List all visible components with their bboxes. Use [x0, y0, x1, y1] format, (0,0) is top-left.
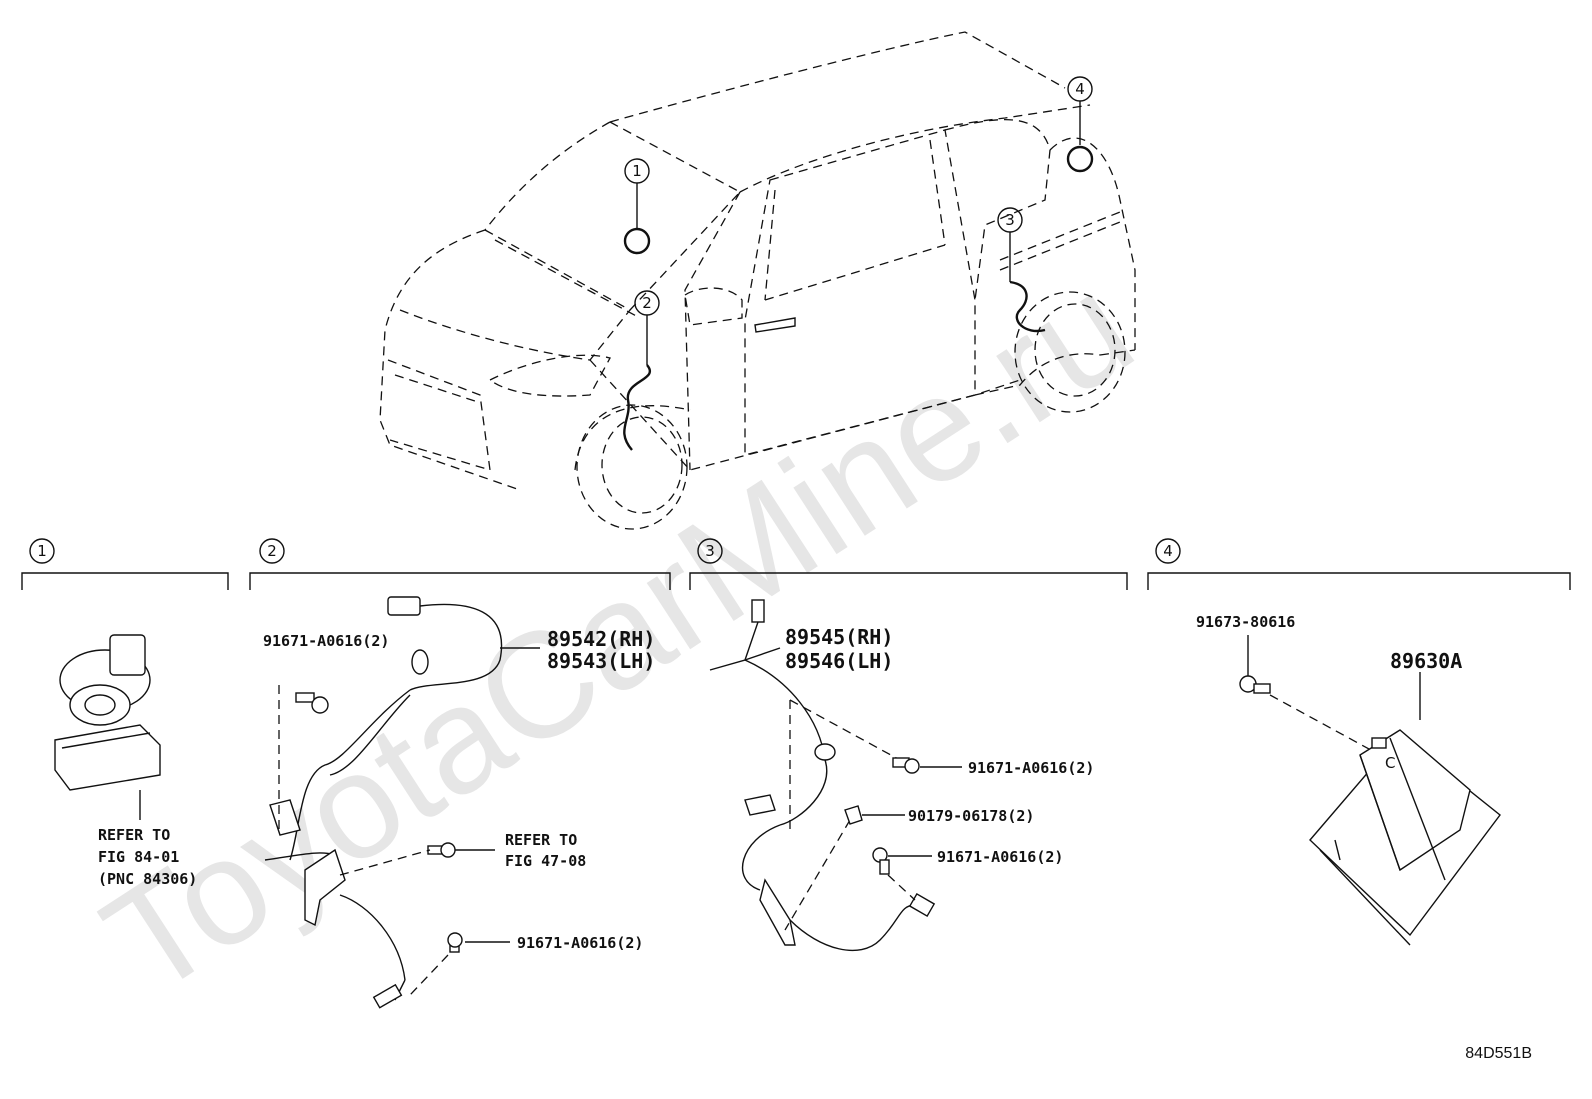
section-2: 2 91671-A0616(2) 89542(RH) 89543(LH): [249, 538, 671, 1009]
section-1-refer-line2: FIG 84-01: [98, 848, 179, 866]
section-2-part-rh: 89542(RH): [547, 627, 655, 651]
section-4-bolt-part: [1239, 675, 1271, 694]
control-module-part: [1309, 729, 1501, 946]
vehicle-illustration: 1 2 3 4: [379, 31, 1136, 530]
section-3: 3 89545(RH) 89546(LH) 91671-A0616(2): [689, 538, 1128, 952]
section-2-refer-line1: REFER TO: [505, 831, 577, 849]
car-callout-2: 2: [642, 294, 652, 312]
front-speed-sensor-part: [264, 596, 503, 1009]
car-callout-1: 1: [632, 162, 642, 180]
section-2-number: 2: [267, 542, 277, 560]
section-4-number: 4: [1163, 542, 1173, 560]
section-2-bolt-bottom-label: 91671-A0616(2): [517, 934, 643, 952]
car-callout-3: 3: [1005, 211, 1015, 229]
bolt-b-part: [872, 847, 890, 875]
section-3-number: 3: [705, 542, 715, 560]
car-callout-4: 4: [1075, 80, 1085, 98]
spiral-cable-part: [54, 634, 161, 791]
section-2-part-lh: 89543(LH): [547, 649, 655, 673]
section-1-number: 1: [37, 542, 47, 560]
bolt-top-part: [295, 692, 329, 714]
section-3-clip-label: 90179-06178(2): [908, 807, 1034, 825]
section-3-part-rh: 89545(RH): [785, 625, 893, 649]
section-4-part-label: 89630A: [1390, 649, 1462, 673]
clip-part: [844, 805, 863, 825]
section-4-connector-mark: C: [1385, 754, 1395, 772]
section-4-bolt-label: 91673-80616: [1196, 613, 1295, 631]
bolt-a-part: [892, 757, 920, 774]
section-2-refer-line2: FIG 47-08: [505, 852, 586, 870]
section-1-refer-line1: REFER TO: [98, 826, 170, 844]
section-4: 4 91673-80616 89630A C: [1147, 538, 1571, 946]
section-3-part-lh: 89546(LH): [785, 649, 893, 673]
section-3-bolt-a-label: 91671-A0616(2): [968, 759, 1094, 777]
section-1-refer-line3: (PNC 84306): [98, 870, 197, 888]
section-2-bolt-top-label: 91671-A0616(2): [263, 632, 389, 650]
bolt-bottom-part: [447, 932, 463, 953]
section-3-bolt-b-label: 91671-A0616(2): [937, 848, 1063, 866]
reference-code: 84D551B: [1465, 1045, 1532, 1062]
section-1: 1 REFER TO FIG 84-01 (PNC 84306): [21, 538, 229, 888]
